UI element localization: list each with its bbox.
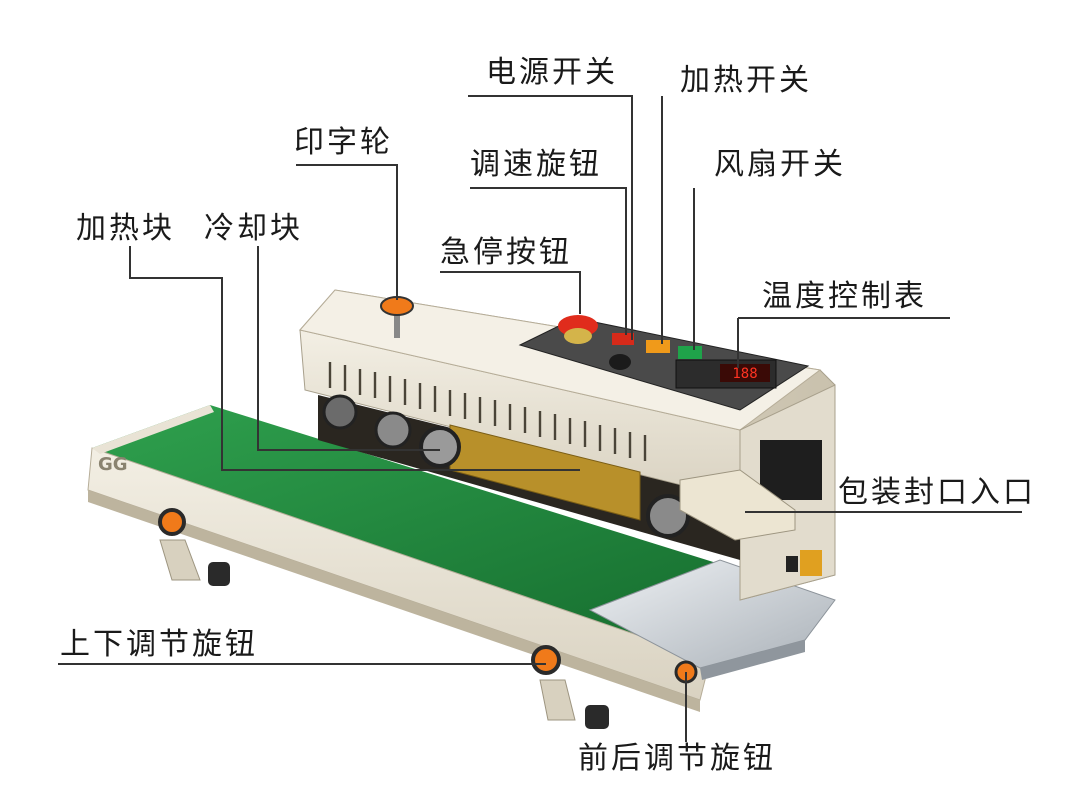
height-knob-icon — [158, 508, 186, 536]
speed-knob-icon — [609, 354, 631, 370]
heating-switch-icon — [646, 340, 670, 353]
print-wheel-icon — [374, 411, 412, 449]
roller-icon — [419, 426, 461, 468]
callout-seal-inlet: 包装封口入口 — [838, 475, 1036, 510]
adjust-knobs — [158, 508, 698, 684]
control-panel: 188 — [518, 315, 810, 411]
fan-switch-icon — [678, 346, 702, 359]
power-switch-icon — [612, 333, 634, 345]
callout-heating-switch: 加热开关 — [680, 63, 812, 98]
callout-position-knob: 前后调节旋钮 — [578, 741, 776, 776]
callout-temp-controller: 温度控制表 — [762, 279, 927, 314]
roller-icon — [646, 494, 690, 538]
leader-lines — [58, 95, 1022, 742]
side-vents — [328, 362, 647, 461]
sealing-mechanism — [318, 394, 796, 560]
height-knob-icon — [531, 645, 561, 675]
conveyor-legs — [159, 539, 609, 729]
callout-print-wheel: 印字轮 — [294, 125, 393, 160]
brand-mark: GG — [98, 454, 128, 475]
callout-emergency-stop: 急停按钮 — [440, 235, 572, 270]
callout-height-knob: 上下调节旋钮 — [60, 627, 258, 662]
callout-cooling-block: 冷却块 — [204, 211, 303, 246]
callout-fan-switch: 风扇开关 — [714, 147, 846, 182]
callout-speed-knob: 调速旋钮 — [470, 147, 602, 182]
callout-power-switch: 电源开关 — [486, 55, 618, 90]
temp-display: 188 — [732, 366, 757, 382]
callout-heating-block: 加热块 — [76, 211, 175, 246]
